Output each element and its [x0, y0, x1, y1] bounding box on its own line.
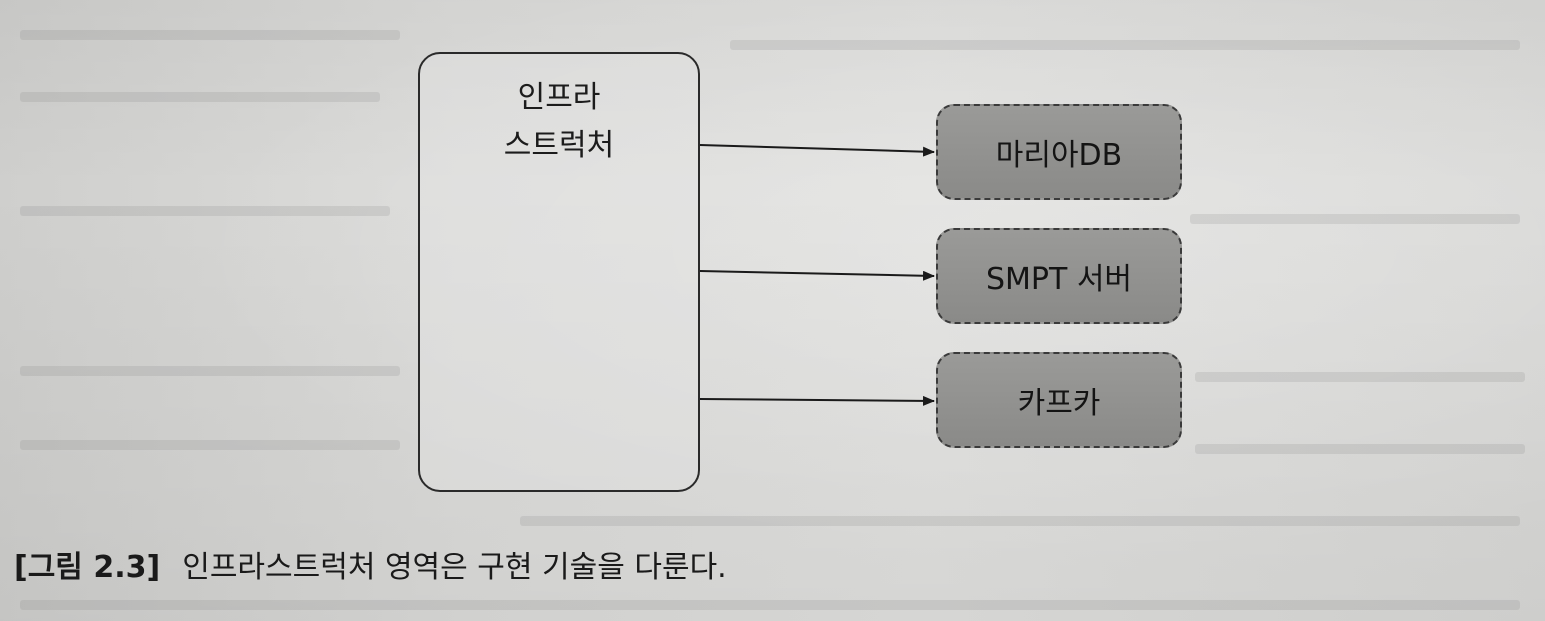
bleed-through-text: [20, 600, 1520, 610]
bleed-through-text: [20, 366, 400, 376]
bleed-through-text: [520, 516, 1520, 526]
arrow-to-kafka: [699, 395, 935, 406]
arrow-to-smtp-server: [699, 270, 935, 281]
kafka-label: 카프카: [1017, 386, 1101, 421]
arrow-to-mariadb: [699, 144, 935, 157]
bleed-through-text: [730, 40, 1520, 50]
figure-number: [그림 2.3]: [14, 550, 161, 585]
smtp-server-box: SMPT 서버: [936, 228, 1182, 324]
figure-caption-text: 인프라스트럭처 영역은 구현 기술을 다룬다.: [182, 550, 727, 585]
bleed-through-text: [20, 440, 400, 450]
infrastructure-label-line2: 스트럭처: [503, 128, 615, 163]
bleed-through-text: [20, 30, 400, 40]
infrastructure-box: 인프라 스트럭처: [418, 52, 700, 492]
bleed-through-text: [1190, 214, 1520, 224]
smtp-server-label: SMPT 서버: [985, 262, 1133, 297]
infrastructure-label-line1: 인프라: [517, 80, 601, 115]
figure-caption: [그림 2.3] 인프라스트럭처 영역은 구현 기술을 다룬다.: [14, 548, 727, 588]
bleed-through-text: [20, 92, 380, 102]
bleed-through-text: [1195, 372, 1525, 382]
infrastructure-label: 인프라 스트럭처: [420, 74, 698, 170]
bleed-through-text: [1195, 444, 1525, 454]
mariadb-box: 마리아DB: [936, 104, 1182, 200]
bleed-through-text: [20, 206, 390, 216]
mariadb-label: 마리아DB: [995, 138, 1123, 173]
kafka-box: 카프카: [936, 352, 1182, 448]
